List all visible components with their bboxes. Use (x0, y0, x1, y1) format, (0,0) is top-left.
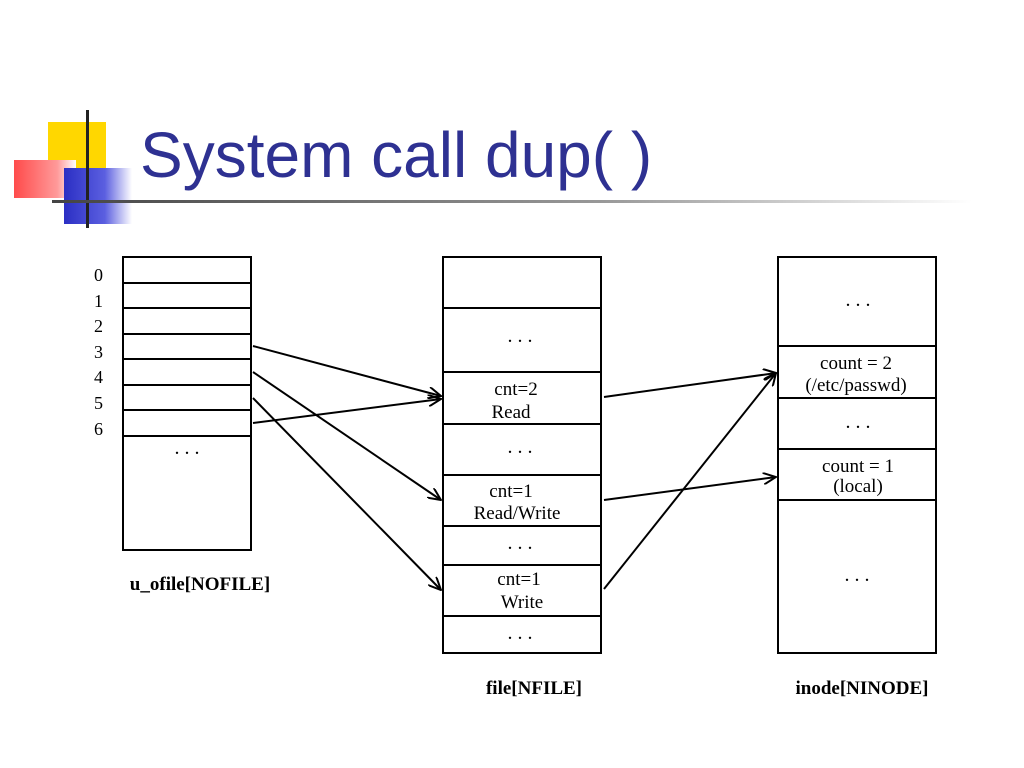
ofile-index-1: 1 (94, 291, 103, 311)
ofile-table: 0 1 2 3 4 5 6 . . . u_ofile[NOFILE] (94, 256, 270, 595)
inode-entry-3-line1: count = 1 (822, 456, 894, 477)
inode-entry-0-line1: . . . (846, 289, 871, 311)
file-entry-6-line2: Write (501, 592, 544, 613)
ofile-index-2: 2 (94, 316, 103, 336)
ofile-index-5: 5 (94, 393, 103, 413)
arrow-readwrite-to-local (603, 477, 776, 501)
arrow-fd5-to-write (252, 397, 441, 590)
inode-entry-4-line1: . . . (845, 564, 870, 586)
inode-entry-3-line2: (local) (833, 476, 883, 497)
file-entry-4-line2: Read/Write (474, 503, 561, 524)
inode-table-name: inode[NINODE] (795, 678, 928, 699)
file-entry-7-line1: . . . (508, 622, 533, 644)
ofile-index-0: 0 (94, 265, 103, 285)
ofile-to-file-arrows (252, 345, 441, 590)
slide-title: System call dup( ) (140, 119, 653, 191)
ofile-index-3: 3 (94, 342, 103, 362)
file-entry-1-line1: . . . (508, 325, 533, 347)
file-entry-5-line1: . . . (508, 532, 533, 554)
inode-entry-1-line1: count = 2 (820, 353, 892, 374)
arrow-fd4-to-readwrite (252, 371, 441, 500)
file-entry-3-line1: . . . (508, 436, 533, 458)
arrow-read-to-passwd (603, 373, 776, 398)
ofile-ellipsis: . . . (175, 437, 200, 459)
ofile-index-4: 4 (94, 367, 103, 387)
inode-table: . . . count = 2 (/etc/passwd) . . . coun… (777, 256, 937, 699)
file-to-inode-arrows (603, 373, 776, 590)
arrow-fd3-to-read (252, 345, 441, 396)
inode-entry-1-line2: (/etc/passwd) (805, 375, 906, 396)
arrow-fd6-to-read (252, 399, 441, 424)
file-table-name: file[NFILE] (486, 678, 582, 699)
arrow-write-to-passwd (603, 373, 776, 590)
inode-entry-2-line1: . . . (846, 411, 871, 433)
file-table: . . . cnt=2 Read . . . cnt=1 Read/Write … (442, 256, 602, 699)
file-entry-2-line2: Read (491, 402, 531, 423)
file-entry-2-line1: cnt=2 (494, 379, 537, 400)
ofile-index-6: 6 (94, 419, 103, 439)
file-entry-4-line1: cnt=1 (489, 481, 532, 502)
ofile-table-name: u_ofile[NOFILE] (130, 574, 270, 595)
file-entry-6-line1: cnt=1 (497, 569, 540, 590)
